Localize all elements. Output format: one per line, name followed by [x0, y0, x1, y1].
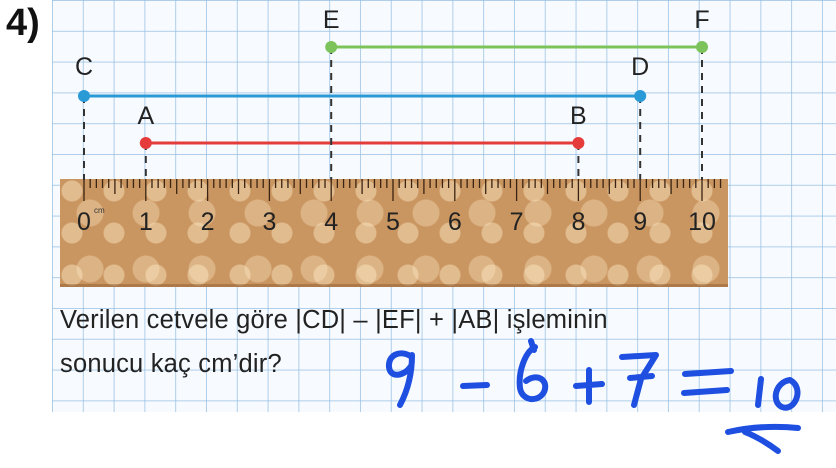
ruler-number-4: 4 [324, 208, 339, 236]
segments-figure [78, 41, 708, 180]
point-C [78, 90, 90, 102]
ruler-number-10: 10 [688, 208, 716, 236]
hw-minus-1 [460, 382, 490, 389]
ruler-number-2: 2 [200, 208, 215, 236]
ruler-number-9: 9 [633, 208, 648, 236]
point-A [139, 137, 152, 149]
hw-underline [725, 423, 801, 454]
bottom-margin [0, 412, 836, 468]
ruler-number-3: 3 [262, 208, 277, 236]
ruler-number-1: 1 [138, 208, 153, 236]
point-F [696, 41, 708, 53]
hw-plus [573, 367, 605, 405]
hw-digit-0 [772, 377, 801, 411]
question-number: 4) [6, 2, 40, 44]
point-label-F: F [694, 6, 710, 34]
point-label-B: B [570, 102, 587, 130]
hw-digit-9 [386, 350, 415, 408]
ruler-number-8: 8 [571, 208, 586, 236]
hw-digit-7 [619, 352, 659, 408]
point-label-E: E [322, 6, 340, 34]
ruler-number-7: 7 [509, 208, 524, 236]
point-label-C: C [74, 53, 94, 81]
point-label-D: D [631, 53, 650, 81]
ruler-number-0: 0 [77, 208, 91, 236]
ruler-number-5: 5 [386, 208, 400, 236]
point-B [572, 137, 585, 149]
point-E [325, 41, 338, 53]
question-text-line1: Verilen cetvele göre |CD| – |EF| + |AB| … [60, 306, 608, 334]
ruler-ticks [83, 179, 722, 201]
hw-digit-6 [516, 338, 549, 402]
wooden-ruler [60, 179, 728, 287]
hw-equals [681, 368, 734, 396]
ruler-number-6: 6 [447, 208, 462, 236]
hw-digit-1 [755, 376, 764, 408]
point-label-A: A [137, 102, 155, 130]
question-text-line2: sonucu kaç cm’dir? [60, 350, 282, 378]
ruler-unit: cm [94, 206, 105, 215]
point-D [634, 90, 647, 102]
